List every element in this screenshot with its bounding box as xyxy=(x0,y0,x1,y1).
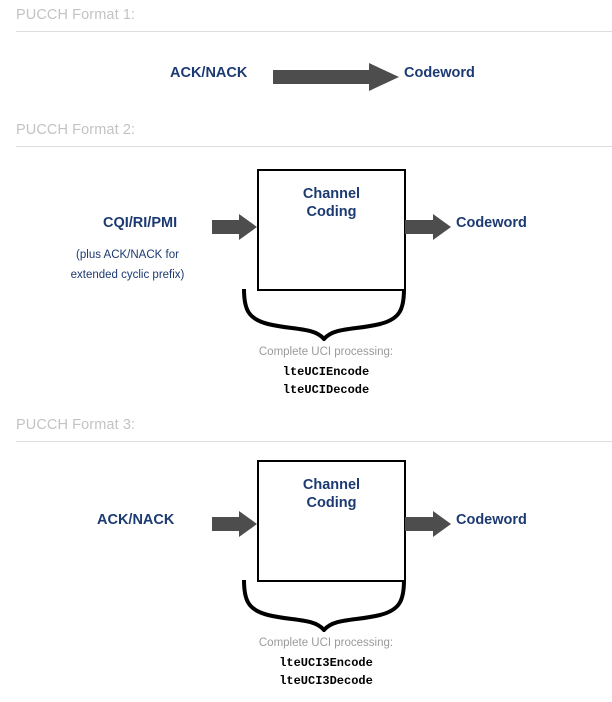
diagram-pucch-format-3: ACK/NACK Channel Coding Codeword Complet… xyxy=(0,450,612,698)
caption-function-encode-3: lteUCI3Encode xyxy=(279,656,373,670)
block-label-channel-coding-2: Channel Coding xyxy=(302,186,361,220)
section-header-format-1: PUCCH Format 1: xyxy=(16,6,612,32)
input-label-ack-nack-3: ACK/NACK xyxy=(97,512,175,528)
output-label-codeword-3: Codeword xyxy=(456,512,527,528)
section-divider-2 xyxy=(16,146,612,147)
diagram-pucch-format-1: ACK/NACK Codeword xyxy=(0,40,612,118)
caption-function-decode-3: lteUCI3Decode xyxy=(279,674,373,688)
caption-function-encode-2: lteUCIEncode xyxy=(282,365,370,379)
caption-title-uci-2: Complete UCI processing: xyxy=(258,346,394,358)
output-label-codeword-2: Codeword xyxy=(456,215,527,231)
section-divider-1 xyxy=(16,31,612,32)
input-label-ack-nack-1: ACK/NACK xyxy=(170,65,248,81)
arrow-into-block-2 xyxy=(212,214,257,240)
caption-title-uci-3: Complete UCI processing: xyxy=(258,637,394,649)
brace-uci-processing-3 xyxy=(240,580,412,632)
section-header-format-2: PUCCH Format 2: xyxy=(16,121,612,147)
section-title-format-1: PUCCH Format 1: xyxy=(16,7,136,23)
arrow-into-block-3 xyxy=(212,511,257,537)
input-sublabel-line-2: extended cyclic prefix) xyxy=(70,269,185,281)
block-channel-coding-3: Channel Coding xyxy=(257,460,406,582)
section-title-format-2: PUCCH Format 2: xyxy=(16,122,136,138)
arrow-out-of-block-3 xyxy=(405,511,451,537)
input-sublabel-line-1: (plus ACK/NACK for xyxy=(76,249,179,261)
section-header-format-3: PUCCH Format 3: xyxy=(16,416,612,442)
output-label-codeword-1: Codeword xyxy=(404,65,475,81)
section-title-format-3: PUCCH Format 3: xyxy=(16,417,136,433)
brace-uci-processing-2 xyxy=(240,289,412,341)
arrow-out-of-block-2 xyxy=(405,214,451,240)
arrow-right-1 xyxy=(273,63,399,91)
section-divider-3 xyxy=(16,441,612,442)
block-label-channel-coding-3: Channel Coding xyxy=(302,477,361,511)
input-label-cqi-ri-pmi: CQI/RI/PMI xyxy=(103,215,178,231)
caption-function-decode-2: lteUCIDecode xyxy=(282,383,370,397)
block-channel-coding-2: Channel Coding xyxy=(257,169,406,291)
diagram-pucch-format-2: CQI/RI/PMI (plus ACK/NACK for extended c… xyxy=(0,155,612,411)
